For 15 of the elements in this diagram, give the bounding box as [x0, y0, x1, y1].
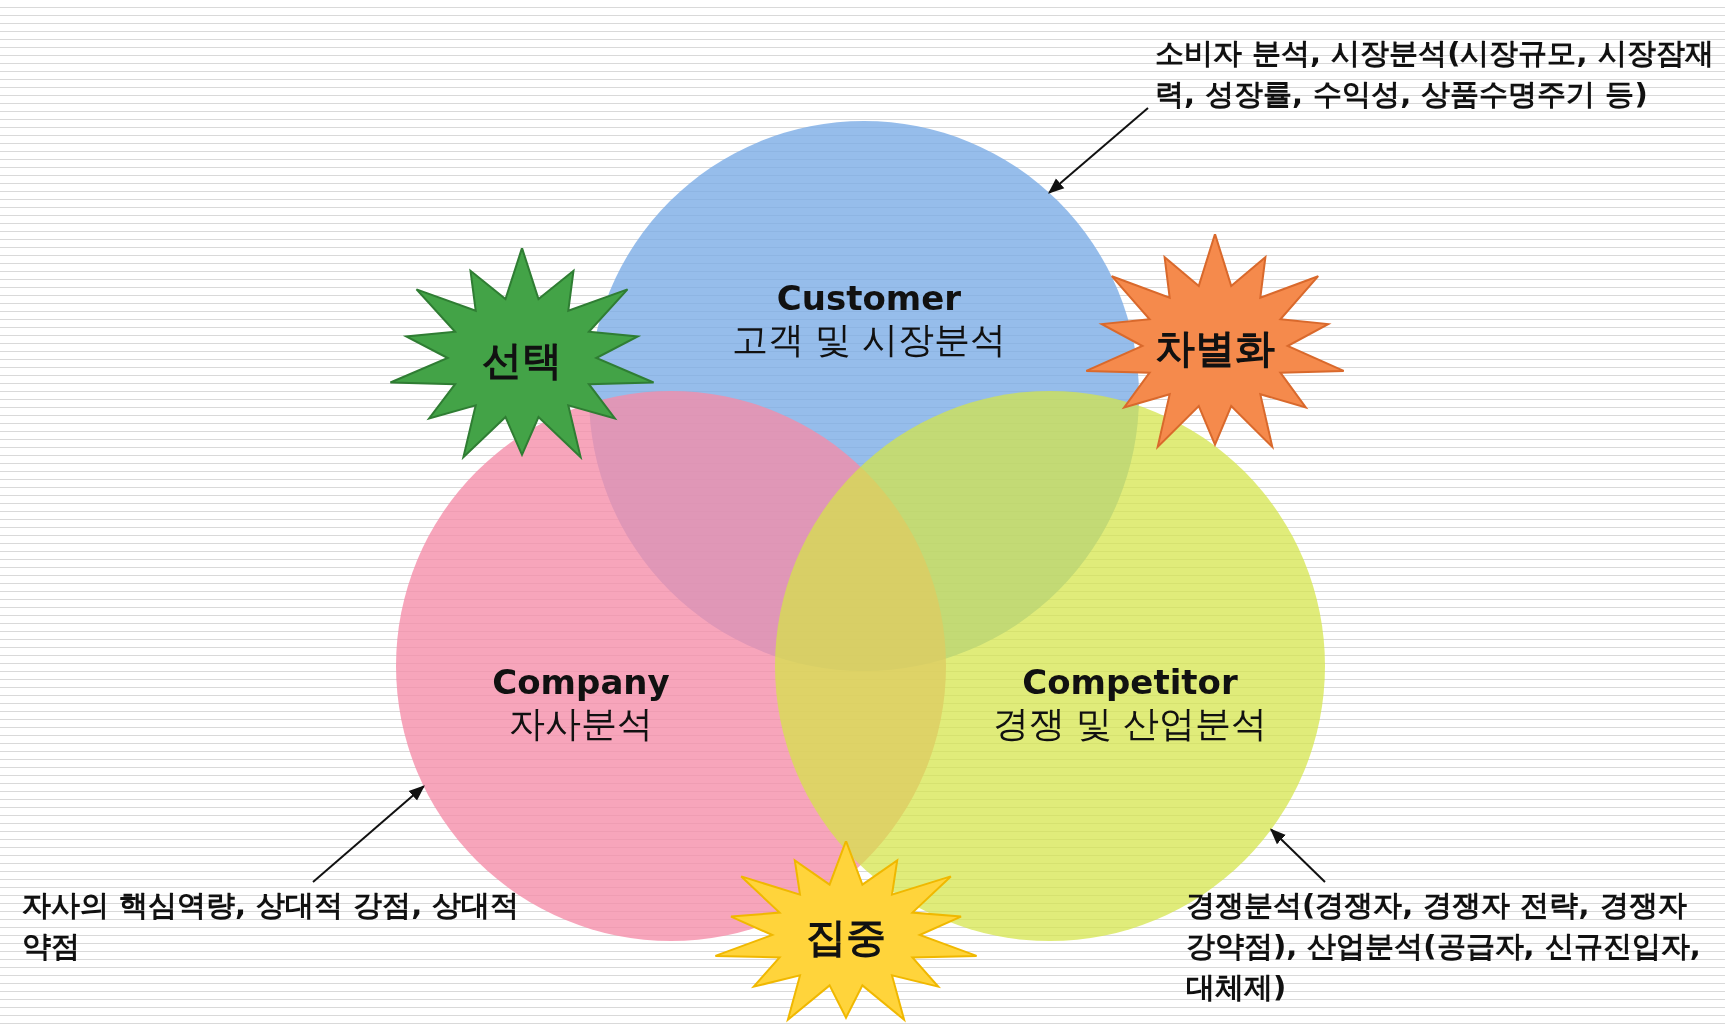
- circle-heading: Competitor: [1021, 662, 1239, 702]
- circle-heading: Company: [492, 662, 670, 702]
- starburst-label: 집중: [805, 913, 887, 963]
- starburst-label: 차별화: [1154, 324, 1276, 374]
- annotation-text: 소비자 분석, 시장분석(시장규모, 시장잠재력, 성장률, 수익성, 상품수명주기 등): [1155, 36, 1714, 111]
- leader-arrow: [1269, 828, 1326, 883]
- starburst-label: 선택: [481, 336, 563, 386]
- circle-label: 경쟁 및 산업분석: [992, 702, 1268, 746]
- annotation-text: 자사의 핵심역량, 상대적 강점, 상대적 약점: [22, 888, 520, 963]
- annotation-text: 경쟁분석(경쟁자, 경쟁자 전략, 경쟁자 강약점), 산업분석(공급자, 신규진입자, 대체제): [1186, 888, 1701, 1004]
- leader-arrow: [1048, 107, 1149, 194]
- circle-label: 고객 및 시장분석: [731, 318, 1007, 362]
- circle-heading: Customer: [775, 278, 963, 318]
- circle-label: 자사분석: [508, 702, 654, 746]
- leader-arrow: [312, 785, 425, 883]
